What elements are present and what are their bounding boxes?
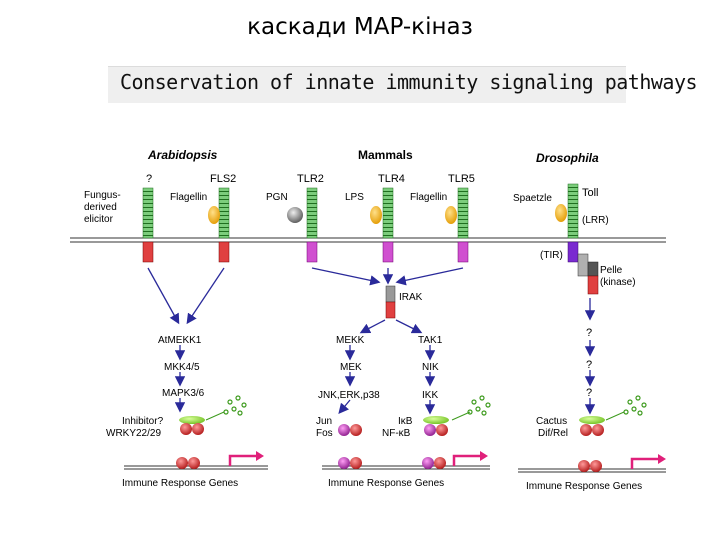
receptor-unknown: [142, 187, 154, 263]
ligand-spaetzle: Spaetzle: [513, 193, 552, 204]
mammal-genes-label: Immune Response Genes: [328, 478, 444, 489]
tak1-label: TAK1: [418, 335, 443, 346]
mekk-label: MEKK: [336, 335, 365, 346]
receptor-toll: [555, 183, 579, 263]
figure-title: Conservation of innate immunity signalin…: [120, 70, 698, 94]
irak-box: [385, 285, 396, 319]
cell-membrane: [70, 237, 666, 243]
flagellin-m-ligand-shape: [445, 206, 457, 224]
lps-ligand-shape: [370, 206, 382, 224]
ap1-complex: [338, 424, 362, 436]
jnk-erk-p38-label: JNK,ERK,p38: [318, 390, 380, 401]
ligand-fungus-elicitor: Fungus- derived elicitor: [84, 190, 123, 225]
mapk36-label: MAPK3/6: [162, 388, 205, 399]
column-arabidopsis: Arabidopsis: [147, 148, 218, 162]
inhibitor-label: Inhibitor? WRKY22/29: [106, 416, 166, 439]
phospho-connectors: [205, 411, 625, 421]
transcription-arrowheads: [256, 451, 666, 464]
pgn-ligand-shape: [287, 207, 303, 223]
ligand-flagellin-plant: Flagellin: [170, 192, 207, 203]
ligand-lps: LPS: [345, 192, 364, 203]
drosophila-genes-label: Immune Response Genes: [526, 481, 642, 492]
pelle-label: Pelle (kinase): [600, 265, 636, 288]
pelle-kinase: [577, 253, 599, 295]
cactus-dif-rel-label: Cactus Dif/Rel: [536, 416, 570, 439]
drosophila-tf-on-dna: [578, 460, 602, 472]
receptor-tlr2: [287, 187, 318, 263]
ikk-label: IKK: [422, 390, 438, 401]
signal-arrows: [147, 267, 596, 415]
drosophila-unknown-3: ?: [586, 387, 592, 399]
phospho-cluster-mammal: [467, 395, 491, 416]
phospho-cluster-plant: [223, 395, 247, 416]
ligand-pgn: PGN: [266, 192, 288, 203]
spaetzle-ligand-shape: [555, 204, 567, 222]
receptor-tlr2-label: TLR2: [297, 173, 324, 185]
page-title: каскади MAP-кіназ: [247, 14, 473, 40]
column-mammals: Mammals: [358, 148, 413, 162]
drosophila-unknown-2: ?: [586, 359, 592, 371]
atmekk1-label: AtMEKK1: [158, 335, 202, 346]
mammal-ap1-on-dna: [338, 457, 362, 469]
plant-genes-label: Immune Response Genes: [122, 478, 238, 489]
mkk45-label: MKK4/5: [164, 362, 200, 373]
irak-label: IRAK: [399, 292, 423, 303]
receptor-tlr4-label: TLR4: [378, 173, 405, 185]
cactus-dif-complex: [579, 416, 605, 436]
receptor-tlr5: [445, 187, 469, 263]
plant-inhibitor-complex: [179, 416, 205, 435]
receptor-unknown-label: ?: [146, 173, 152, 185]
mek-label: MEK: [340, 362, 362, 373]
receptor-toll-label: Toll: [582, 187, 599, 199]
receptor-fls2-label: FLS2: [210, 173, 236, 185]
banner-background: [108, 66, 626, 103]
receptor-tlr5-label: TLR5: [448, 173, 475, 185]
ikb-nfkb-complex: [423, 416, 449, 436]
receptor-tlr4: [370, 187, 394, 263]
tir-label: (TIR): [540, 250, 563, 261]
lrr-label: (LRR): [582, 215, 609, 226]
drosophila-unknown-1: ?: [586, 327, 592, 339]
column-drosophila: Drosophila: [536, 151, 599, 165]
flagellin-ligand-shape: [208, 206, 220, 224]
transcription-arrows: [228, 454, 658, 469]
ikb-nfkb-label: IκB NF-κB: [382, 416, 415, 439]
plant-tf-on-dna: [176, 457, 200, 469]
phospho-cluster-drosophila: [623, 395, 647, 416]
jun-fos-label: Jun Fos: [316, 416, 335, 439]
receptor-fls2: [208, 187, 230, 263]
mammal-nfkb-on-dna: [422, 457, 446, 469]
nik-label: NIK: [422, 362, 439, 373]
ligand-flagellin-mammal: Flagellin: [410, 192, 447, 203]
